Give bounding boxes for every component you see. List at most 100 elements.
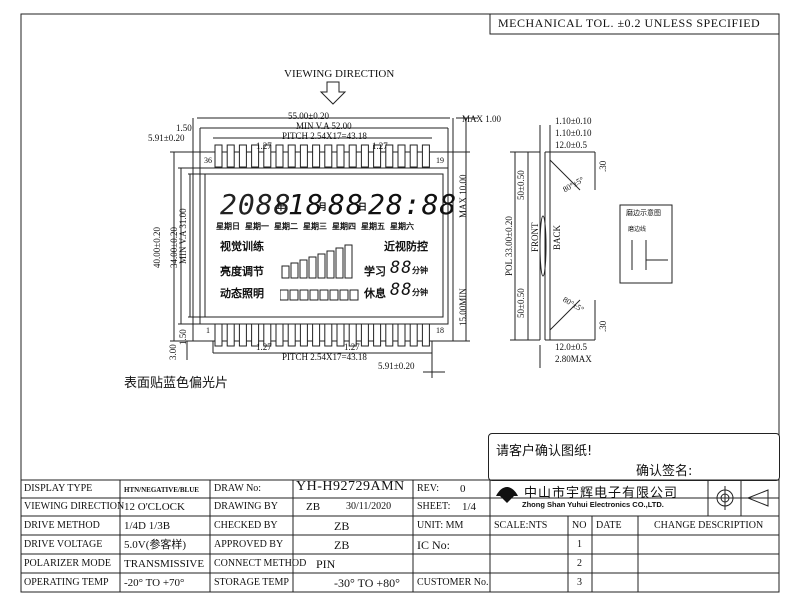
company-name-en: Zhong Shan Yuhui Electronics CO.,LTD. [522,500,664,509]
dim-left-591: 5.91±0.20 [148,133,185,143]
spec-label: POLARIZER MODE [24,558,111,569]
top-pin [373,144,382,168]
bottom-pin [275,323,284,347]
dim-left-150: 1.50 [176,123,192,133]
lcd-study: 学习 [364,265,386,278]
top-pin [251,144,260,168]
edge-note-title: 磨边示意图 [626,209,661,217]
spec-value: ZB [306,501,321,513]
no-header: NO [572,520,587,531]
lcd-myopia-control: 近视防控 [384,240,428,253]
spec-value: PIN [316,557,336,571]
dim-pin-top: 1.27 [256,141,272,151]
top-pin [385,144,394,168]
side-dim-110a: 1.10±0.10 [555,116,592,126]
spec-value: 0 [460,483,466,495]
bottom-pin [299,323,308,347]
side-dim-110b: 1.10±0.10 [555,128,592,138]
bottom-pin [348,323,357,347]
spec-value: YH-H92729AMN [296,479,405,494]
revision-no: 1 [577,539,582,550]
spec-label: CUSTOMER No. [417,577,489,588]
dim-max100: MAX 1.00 [462,114,502,124]
dim-pin-top2: 1.27 [372,141,388,151]
tolerance-note: MECHANICAL TOL. ±0.2 UNLESS SPECIFIED [498,16,761,30]
bottom-pins [214,323,430,347]
bottom-pin [251,323,260,347]
spec-label: OPERATING TEMP [24,577,109,588]
bottom-pin [385,323,394,347]
lcd-weekday: 星期六 [390,222,414,231]
bottom-pin [360,323,369,347]
spec-label: UNIT: MM [417,520,464,531]
dim-pitch-bottom: PITCH 2.54X17=43.18 [282,352,367,362]
spec-value: -30° TO +80° [334,576,400,590]
bottom-pin [287,323,296,347]
lcd-study-digits: 88 [390,258,413,278]
approval-line2: 确认签名: [636,464,693,479]
top-pin [336,144,345,168]
lcd-brightness: 亮度调节 [220,265,264,278]
spec-value: HTN/NEGATIVE/BLUE [124,486,199,494]
top-pin [287,144,296,168]
top-pin [312,144,321,168]
lcd-weekday: 星期一 [245,222,269,231]
side-dim-120b: 12.0±0.5 [555,342,587,352]
viewing-arrow-icon [319,81,347,105]
spec-label: CONNECT METHOD [214,558,307,569]
lcd-weekday: 星期四 [332,222,356,231]
revision-no: 2 [577,558,582,569]
change-header: CHANGE DESCRIPTION [654,520,764,531]
spec-label: IC No: [417,538,450,552]
spec-value: 30/11/2020 [346,501,392,512]
top-pin [348,144,357,168]
lcd-month-unit: 月 [318,203,328,213]
lcd-brightness-bars [280,244,359,301]
lcd-study-unit: 分钟 [412,266,428,275]
lcd-weekday: 星期三 [303,222,327,231]
top-pin [299,144,308,168]
company-name-cn: 中山市宇辉电子有限公司 [524,486,679,501]
lcd-year-unit: 年 [276,203,286,213]
spec-label: DRIVE METHOD [24,520,100,531]
spec-label: VIEWING DIRECTION [24,501,125,512]
dim-pin-bottom: 1.27 [256,342,272,352]
top-pin [226,144,235,168]
approval-box [488,433,780,481]
top-pin [238,144,247,168]
spec-label: CHECKED BY [214,520,278,531]
bottom-pin [397,323,406,347]
spec-label: REV: [417,483,440,494]
spec-value: -20° TO +70° [124,577,185,589]
lcd-day-unit: 日 [358,203,368,213]
company-logo-icon [496,487,518,503]
top-pin [324,144,333,168]
bottom-pin [238,323,247,347]
edge-note-sub: 磨边线 [628,226,647,233]
bottom-pin [409,323,418,347]
pin-19-label: 19 [436,156,444,165]
lcd-rest-digits: 88 [390,280,413,300]
spec-value: TRANSMISSIVE [124,558,205,570]
lcd-weekday: 星期二 [274,222,298,231]
top-pin [275,144,284,168]
bottom-pin [373,323,382,347]
spec-value: 12 O'CLOCK [124,501,185,513]
spec-label: APPROVED BY [214,539,284,550]
viewing-direction-label: VIEWING DIRECTION [284,68,395,80]
spec-label: DISPLAY TYPE [24,483,93,494]
dim-pitch-top: PITCH 2.54X17=43.18 [282,131,367,141]
bottom-pin [421,323,430,347]
date-header: DATE [596,520,622,531]
dim-pin-bottom2: 1.27 [344,342,360,352]
side-view [510,125,673,368]
scale-label: SCALE:NTS [494,520,548,531]
top-pin [360,144,369,168]
lcd-year: 2088 [220,188,292,221]
bottom-pin [226,323,235,347]
lcd-rest-unit: 分钟 [412,288,428,297]
polarizer-note: 表面贴蓝色偏光片 [124,376,229,391]
lcd-weekday: 星期日 [216,222,240,231]
dim-va: MIN V.A 52.00 [296,121,352,131]
bottom-pin [324,323,333,347]
